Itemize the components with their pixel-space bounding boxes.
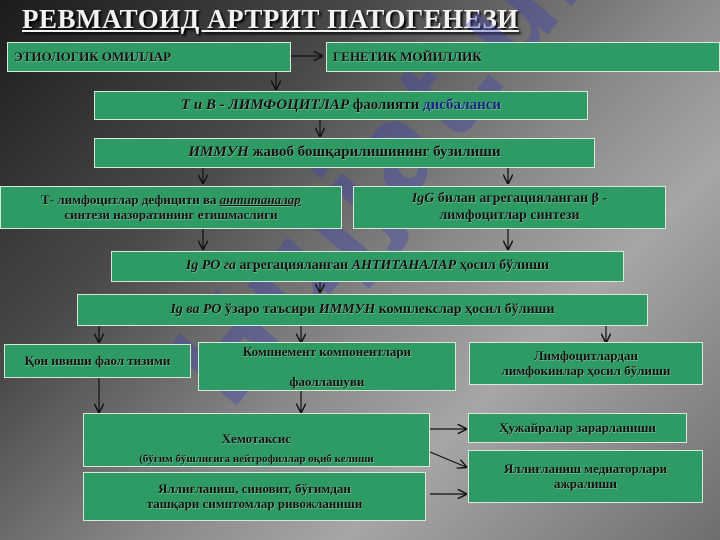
lymphokine-line2: лимфокинлар ҳосил бўлиши <box>501 362 671 378</box>
t-deficit-line2: синтези назоратининг етишмаслиги <box>64 206 278 222</box>
igg-synthesis-box: IgG билан агрегацияланган β - лимфоцитла… <box>353 186 666 229</box>
tb-lymphocyte-italic: Т и В - ЛИМФОЦИТЛАР <box>180 96 350 113</box>
etiology-box: ЭТИОЛОГИК ОМИЛЛАР <box>7 42 291 72</box>
chemotaxis-label: Хемотаксис <box>221 431 292 447</box>
ig-ro-antibodies: АНТИТАНАЛАР <box>351 258 457 274</box>
mediators-line2: ажралиши <box>553 475 618 491</box>
mediators-line1: Яллиғланиш медиаторлари <box>503 460 668 476</box>
coagulation-box: Қон ивиши фаол тизими <box>4 344 191 378</box>
tb-lymphocyte-blue: дисбаланси <box>422 96 502 113</box>
immune-regulation-box: ИММУН жавоб бошқарилишининг бузилиши <box>94 138 595 168</box>
t-deficit-line1: Т- лимфоцитлар дефицити ва <box>41 191 220 207</box>
genetic-box: ГЕНЕТИК МОЙИЛЛИК <box>326 42 720 72</box>
tb-lymphocyte-box: Т и В - ЛИМФОЦИТЛАР фаолияти дисбаланси <box>94 91 588 120</box>
genetic-label: ГЕНЕТИК МОЙИЛЛИК <box>333 48 482 64</box>
complex-rest: комплекслар ҳосил бўлиши <box>375 301 555 317</box>
ig-ro-mid: агрегацияланган <box>235 258 352 274</box>
arrow <box>429 451 466 467</box>
coagulation-label: Қон ивиши фаол тизими <box>24 352 171 368</box>
lymphokine-box: Лимфоцитлардан лимфокинлар ҳосил бўлиши <box>469 342 703 385</box>
t-deficit-box: Т- лимфоцитлар дефицити ва антитаналар с… <box>0 186 342 229</box>
complement-line1: Компнемент компонентлари <box>242 344 412 359</box>
cell-damage-label: Ҳужайралар зарарланиши <box>499 419 656 435</box>
immune-complex-box: Ig ва РО ўзаро таъсири ИММУН комплекслар… <box>77 294 648 326</box>
chemotaxis-subtitle: (бўғим бўшлиғига нейтрофиллар оқиб келиш… <box>139 453 374 466</box>
complex-immune: ИММУН <box>318 301 376 317</box>
ig-ro-rest: ҳосил бўлиши <box>456 258 550 274</box>
complement-line2: фаоллашуви <box>289 373 365 389</box>
igg-line1: билан агрегацияланган β - <box>434 191 608 207</box>
page-title: РЕВМАТОИД АРТРИТ ПАТОГЕНЕЗИ <box>22 4 519 34</box>
mediators-box: Яллиғланиш медиаторлари ажралиши <box>468 450 703 503</box>
ig-ro-italic: Ig РО га <box>185 258 236 274</box>
lymphokine-line1: Лимфоцитлардан <box>534 347 638 363</box>
inflammation-line2: ташқари симптомлар ривожланиши <box>146 495 363 511</box>
igg-line2: лимфоцитлар синтези <box>439 207 580 223</box>
immune-text: жавоб бошқарилишининг бузилиши <box>248 144 501 161</box>
etiology-label: ЭТИОЛОГИК ОМИЛЛАР <box>14 48 172 64</box>
tb-lymphocyte-text: фаолияти <box>349 96 423 113</box>
immune-italic: ИММУН <box>188 144 249 161</box>
igg-italic: IgG <box>411 191 435 207</box>
complex-mid: ўзаро таъсири <box>221 301 319 317</box>
inflammation-box: Яллиғланиш, синовит, бўғимдан ташқари си… <box>83 472 426 521</box>
cell-damage-box: Ҳужайралар зарарланиши <box>468 413 687 443</box>
complex-italic: Ig ва РО <box>170 301 222 317</box>
complement-box: Компнемент компонентлари фаоллашуви <box>198 342 456 391</box>
ig-ro-antibody-box: Ig РО га агрегацияланган АНТИТАНАЛАР ҳос… <box>111 251 624 282</box>
t-deficit-antibodies: антитаналар <box>219 191 301 207</box>
chemotaxis-box: Хемотаксис (бўғим бўшлиғига нейтрофиллар… <box>83 413 430 467</box>
inflammation-line1: Яллиғланиш, синовит, бўғимдан <box>158 480 351 496</box>
